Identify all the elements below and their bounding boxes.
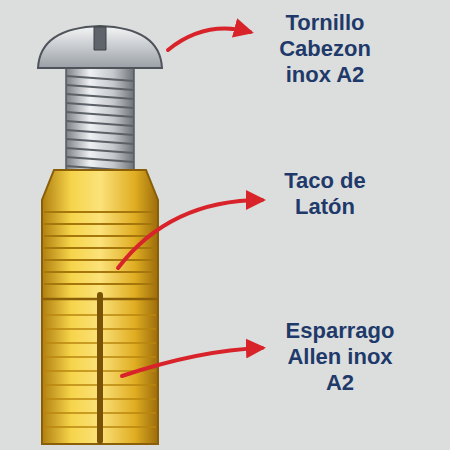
screw-slot — [94, 27, 106, 50]
anchor-slit — [97, 292, 103, 444]
thread-line — [66, 130, 134, 135]
thread-line — [66, 121, 134, 126]
thread-line — [66, 157, 134, 162]
thread-line — [66, 76, 134, 81]
thread-line — [66, 112, 134, 117]
ridge-line — [44, 271, 156, 273]
brass-anchor — [42, 170, 158, 444]
leader-arrow — [122, 348, 262, 376]
ridge-line — [44, 259, 156, 261]
ridge-line — [44, 283, 156, 285]
screw-shank — [66, 66, 134, 186]
ridge-line — [44, 223, 156, 225]
leader-arrow — [118, 200, 262, 268]
thread-line — [66, 148, 134, 153]
thread-line — [66, 85, 134, 90]
part-label: Taco de Latón — [265, 168, 385, 220]
part-label: Esparrago Allen inox A2 — [274, 318, 406, 396]
ridge-line — [44, 235, 156, 237]
thread-line — [66, 103, 134, 108]
screw-threads — [66, 76, 134, 180]
ridge-line — [44, 211, 156, 213]
part-label: Tornillo Cabezon inox A2 — [259, 10, 391, 88]
thread-line — [66, 139, 134, 144]
thread-line — [66, 94, 134, 99]
screw-head — [38, 26, 162, 68]
leader-arrow — [168, 29, 250, 50]
